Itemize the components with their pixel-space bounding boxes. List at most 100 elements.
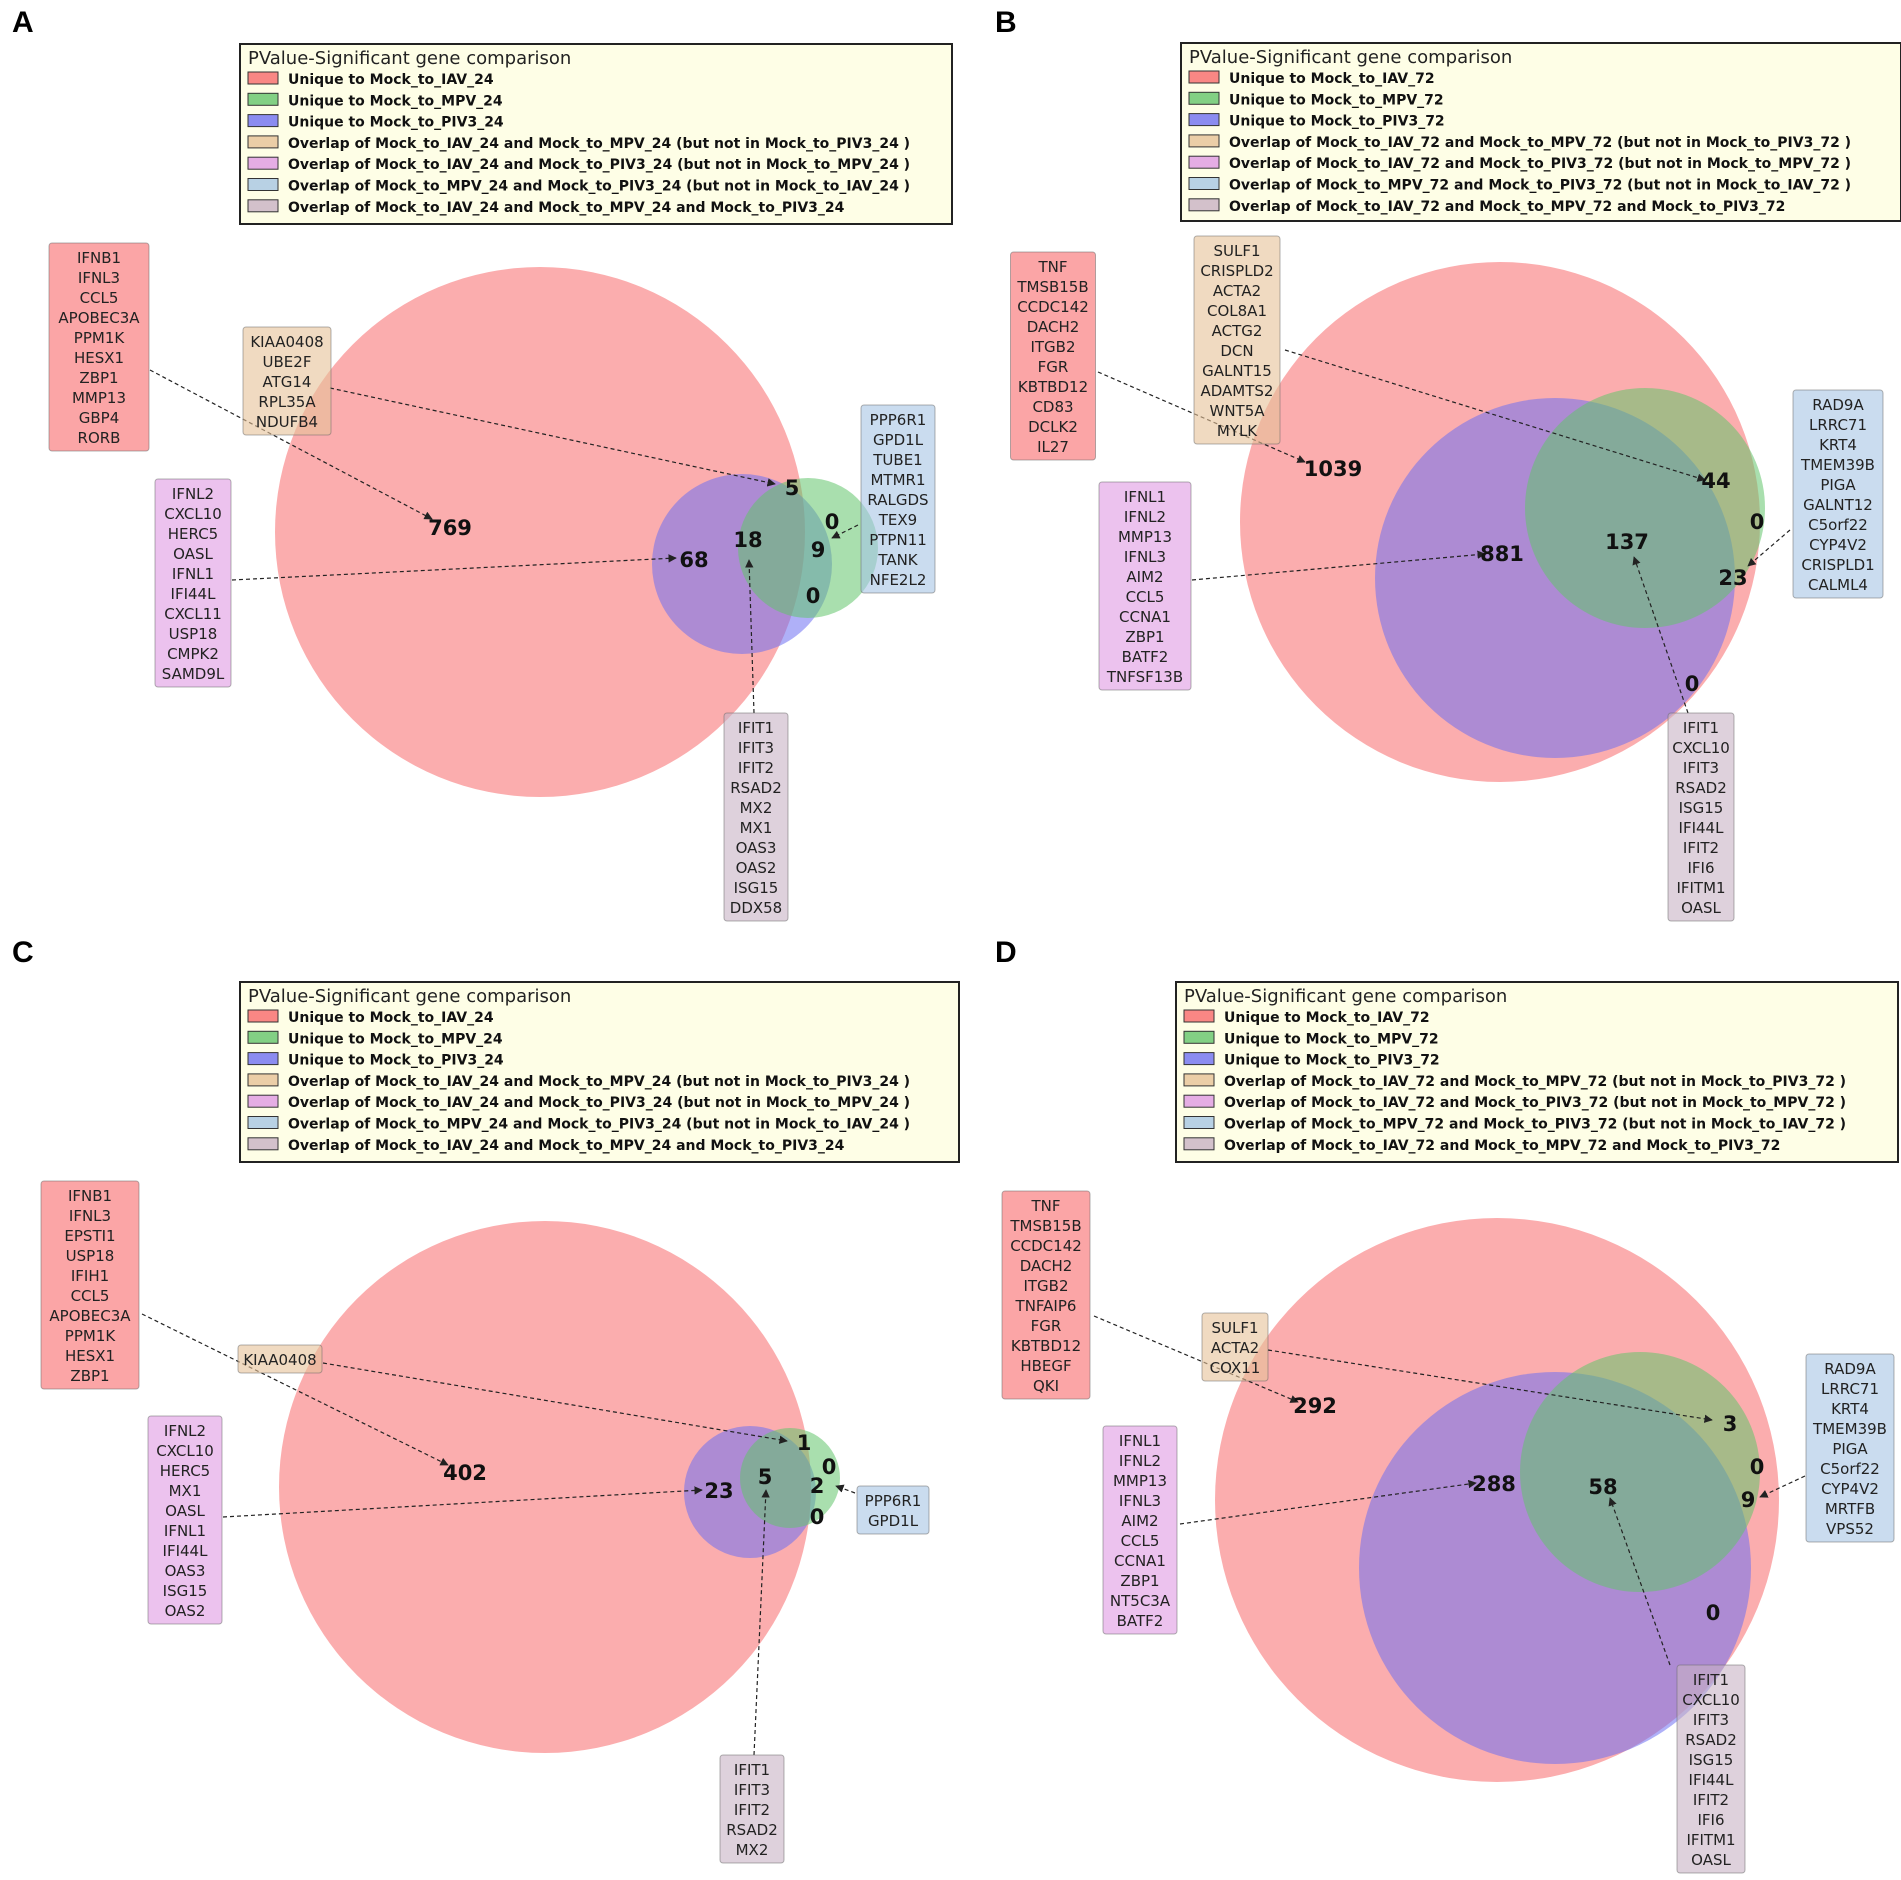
legend-swatch-mpv [247,92,279,106]
gene-label: IFI44L [1679,819,1725,837]
legend-item-mpv: Unique to Mock_to_MPV_72 [1229,92,1444,108]
legend: PValue-Significant gene comparisonUnique… [239,981,960,1163]
legend-swatch-iav-piv [247,156,279,170]
gene-label: ATG14 [263,373,312,391]
legend-item-iav-mpv: Overlap of Mock_to_IAV_72 and Mock_to_MP… [1229,135,1851,151]
gene-label: IFIT3 [1693,1711,1729,1729]
gene-label: IFI6 [1687,859,1714,877]
legend-swatch-mpv-piv [1183,1116,1215,1129]
legend-swatch-piv [247,114,279,128]
gene-label: RSAD2 [1685,1731,1737,1749]
gene-label: ACTA2 [1211,1339,1259,1357]
venn-panel-a: A PValue-Significant gene comparisonUniqu… [12,6,953,922]
gene-label: HESX1 [74,349,124,367]
gene-label: ZBP1 [1125,628,1164,646]
gene-label: USP18 [169,625,218,643]
arrow-mpv-piv [1747,529,1791,567]
gene-label: TNFSF13B [1106,668,1183,686]
gene-label: IFIT3 [1683,759,1719,777]
gene-label: NFE2L2 [870,571,927,589]
gene-label: OASL [165,1502,205,1520]
gene-label: IFNL1 [1124,488,1166,506]
legend-item-iav: Unique to Mock_to_IAV_24 [288,72,494,88]
arrow-mpv-piv [831,524,859,539]
gene-label: OAS3 [736,839,777,857]
gene-label: TEX9 [878,511,917,529]
gene-list-box [1193,235,1281,445]
annotation-arrows [149,369,859,714]
gene-label: TUBE1 [872,451,922,469]
gene-label: ISG15 [734,879,779,897]
venn-circles [275,267,878,797]
count-mpv-piv: 23 [1718,566,1747,590]
count-iav: 292 [1293,1394,1337,1418]
gene-label: VPS52 [1826,1520,1874,1538]
annotation-arrows [1093,1315,1806,1666]
gene-label: IFIT1 [1683,719,1719,737]
gene-label: IFNL3 [1119,1492,1161,1510]
gene-annotations: IFNB1IFNL3CCL5APOBEC3APPM1KHESX1ZBP1MMP1… [48,242,936,922]
legend-swatch-iav-piv [247,1094,279,1108]
venn-circle-iav [275,267,805,797]
legend-item-all: Overlap of Mock_to_IAV_24 and Mock_to_MP… [288,1138,845,1154]
panel-letter: C [12,936,34,969]
gene-list-all: IFIT1CXCL10IFIT3RSAD2ISG15IFI44LIFIT2IFI… [1667,712,1735,922]
gene-label: DCN [1220,342,1253,360]
gene-label: ISG15 [163,1582,208,1600]
venn-circle-mpv [738,478,878,618]
venn-panel-c: C PValue-Significant gene comparisonUniqu… [12,936,960,1864]
legend-item-iav: Unique to Mock_to_IAV_72 [1224,1010,1430,1026]
gene-label: WNT5A [1209,402,1265,420]
gene-label: COL8A1 [1207,302,1267,320]
legend: PValue-Significant gene comparisonUnique… [1180,42,1901,222]
gene-label: IFIT2 [1693,1791,1729,1809]
count-iav-mpv: 881 [1480,542,1524,566]
arrow-mpv-piv [1759,1475,1806,1498]
legend-item-iav-mpv: Overlap of Mock_to_IAV_24 and Mock_to_MP… [288,1074,910,1090]
count-mpv-piv: 9 [1741,1488,1756,1512]
count-all: 0 [1685,672,1700,696]
gene-label: QKI [1033,1377,1059,1395]
gene-label: CRISPLD2 [1200,262,1273,280]
gene-label: IFIH1 [71,1267,109,1285]
panel-letter: A [12,6,34,39]
venn-circle-mpv [1525,388,1765,628]
legend-swatch-iav-mpv [247,135,279,149]
legend-swatch-all [247,1137,279,1151]
gene-label: TMEM39B [1800,456,1875,474]
gene-label: BATF2 [1117,1612,1164,1630]
gene-label: IFI44L [171,585,217,603]
gene-list-box [1667,712,1735,922]
gene-label: EPSTI1 [64,1227,115,1245]
legend-item-all: Overlap of Mock_to_IAV_72 and Mock_to_MP… [1224,1138,1780,1154]
legend-item-iav: Unique to Mock_to_IAV_72 [1229,71,1435,87]
gene-label: RPL35A [258,393,316,411]
gene-list-box [856,1485,930,1535]
gene-label: APOBEC3A [49,1307,131,1325]
gene-label: KBTBD12 [1018,378,1088,396]
arrow-iav-piv [222,1486,703,1518]
gene-label: IFNL1 [164,1522,206,1540]
gene-label: OASL [1691,1851,1731,1869]
gene-label: CD83 [1032,398,1073,416]
legend-title: PValue-Significant gene comparison [248,986,571,1007]
gene-list-box [719,1754,785,1864]
gene-list-box [242,326,332,436]
gene-label: IFNB1 [68,1187,112,1205]
legend-swatch-mpv-piv [247,1116,279,1129]
legend-title: PValue-Significant gene comparison [248,48,571,69]
gene-label: ISG15 [1689,1751,1734,1769]
gene-list-iav-piv: IFNL1IFNL2MMP13IFNL3AIM2CCL5CCNA1ZBP1BAT… [1098,481,1192,691]
gene-label: CYP4V2 [1821,1480,1879,1498]
gene-list-box [1201,1312,1269,1382]
gene-label: RSAD2 [730,779,782,797]
gene-list-box [1792,389,1884,599]
gene-label: HBEGF [1020,1357,1071,1375]
gene-label: IFNL2 [164,1422,206,1440]
gene-list-box [860,404,936,594]
